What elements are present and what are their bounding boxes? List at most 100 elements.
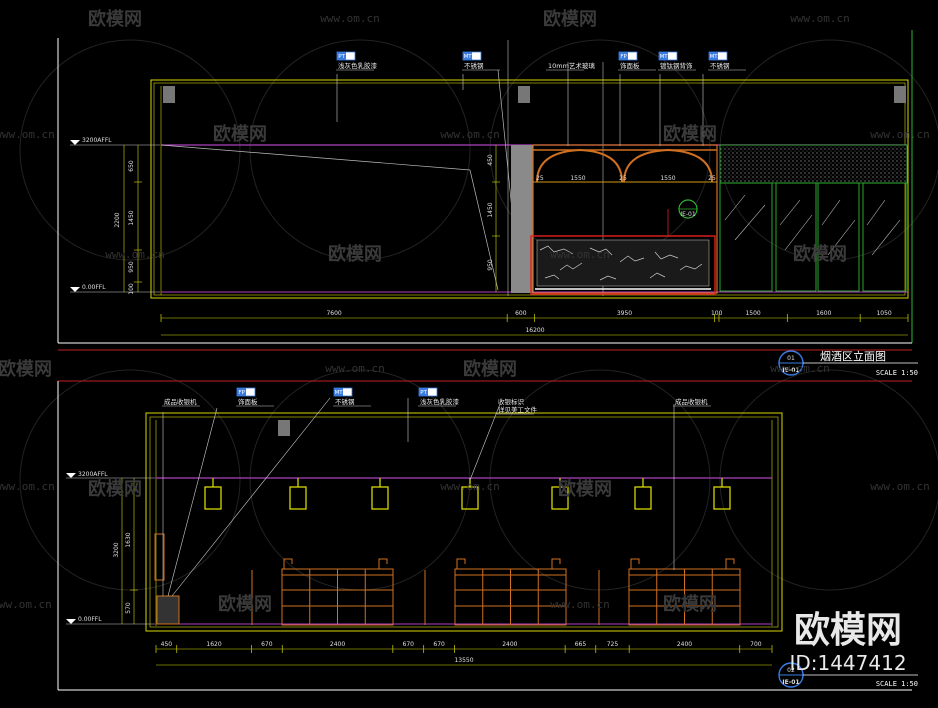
watermark-brand-0: 欧模网 <box>88 8 142 30</box>
watermark-brand-3: 欧模网 <box>663 123 717 145</box>
cash-counter-0 <box>251 558 394 626</box>
watermark-url-9: www.om.cn <box>0 480 55 493</box>
lamp-1 <box>289 486 307 510</box>
top-h-dim-5: 1600 <box>816 310 831 317</box>
top-level-bottom: 0.00FFL <box>82 284 106 291</box>
watermark-url-11: www.om.cn <box>870 480 930 493</box>
top-callout-label: IE-01 <box>680 211 696 218</box>
bottom-title-sheet: IE-01 <box>782 679 799 686</box>
top-left-dim-3: 950 <box>128 261 135 273</box>
corner-logo-text: 欧模网 <box>794 610 902 651</box>
top-tag-text-0: 浅灰色乳胶漆 <box>338 61 378 70</box>
arch-dim-0: 25 <box>536 175 544 182</box>
bottom-left-dim-2: 570 <box>125 602 132 614</box>
watermark-brand-5: 欧模网 <box>793 243 847 265</box>
bottom-tag-5: 成品收银机 <box>673 397 711 407</box>
bottom-h-dim-6: 2400 <box>502 641 517 648</box>
bottom-tag-code-2: MT 01 <box>335 390 352 396</box>
top-tag-code-5: MT 04 <box>710 54 727 60</box>
top-left-dim-0: 650 <box>128 160 135 172</box>
bottom-h-dim-7: 665 <box>575 641 587 648</box>
watermark-url-8: www.om.cn <box>770 362 830 375</box>
top-h-dim-0: 7600 <box>326 310 341 317</box>
top-h-dim-4: 1500 <box>745 310 760 317</box>
bottom-h-dim-8: 725 <box>607 641 619 648</box>
bottom-title-block: 02 IE-01 SCALE 1:50 <box>778 662 918 688</box>
watermark-brand-9: 欧模网 <box>558 478 612 500</box>
watermark-brand-7: 欧模网 <box>463 358 517 380</box>
watermark-url-0: www.om.cn <box>320 12 380 25</box>
bottom-level-marks: 3200AFFL 0.00FFL <box>66 471 155 625</box>
watermark-brand-10: 欧模网 <box>218 593 272 615</box>
lamp-2 <box>371 486 389 510</box>
bottom-h-dim-1: 1620 <box>206 641 221 648</box>
arch-dim-2: 25 <box>619 175 627 182</box>
lamp-5 <box>634 486 652 510</box>
arch-dim-1: 1550 <box>570 175 585 182</box>
corner-watermark: 欧模网 ID:1447412 <box>789 610 906 675</box>
pendant-lamps <box>204 478 731 510</box>
top-elevation: IE-01 <box>70 40 918 377</box>
watermark-brand-1: 欧模网 <box>543 8 597 30</box>
bottom-h-dim-10: 700 <box>750 641 762 648</box>
watermark-url-12: www.om.cn <box>0 598 52 611</box>
top-tag-code-3: FP 02 <box>620 54 635 60</box>
watermark-layer: 欧模网欧模网欧模网欧模网欧模网欧模网欧模网欧模网欧模网欧模网欧模网欧模网www.… <box>0 8 930 615</box>
top-h-dim-3: 100 <box>711 310 723 317</box>
corner-id-text: ID:1447412 <box>789 651 906 675</box>
cash-counters <box>251 558 741 626</box>
bottom-tag-code-1: FP 01 <box>238 390 253 396</box>
top-tag-code-1: MT 02 <box>464 54 481 60</box>
lamp-0 <box>204 486 222 510</box>
lamp-6 <box>713 486 731 510</box>
watermark-url-13: www.om.cn <box>550 598 610 611</box>
arch-dim-3: 1550 <box>660 175 675 182</box>
arch-dim-4: 25 <box>708 175 716 182</box>
watermark-brand-11: 欧模网 <box>663 593 717 615</box>
top-title-number: 01 <box>787 355 795 362</box>
top-title-sheet: IE-01 <box>782 367 799 374</box>
top-tag-code-0: PT 02 <box>338 54 353 60</box>
watermark-brand-4: 欧模网 <box>328 243 382 265</box>
top-tag-code-4: MT 03 <box>660 54 677 60</box>
bottom-tag-text-1: 饰面板 <box>238 397 258 406</box>
bottom-tag-code-3: PT 02 <box>420 390 435 396</box>
top-left-dim-2: 2200 <box>114 212 121 227</box>
watermark-url-10: www.om.cn <box>440 480 500 493</box>
watermark-url-3: www.om.cn <box>440 128 500 141</box>
bottom-h-dim-9: 2400 <box>677 641 692 648</box>
watermark-url-5: www.om.cn <box>105 248 165 261</box>
watermark-brand-6: 欧模网 <box>0 358 52 380</box>
bottom-level-bottom: 0.00FFL <box>78 616 102 623</box>
top-level-top: 3200AFFL <box>82 137 112 144</box>
bottom-material-tags: 成品收银机FP 01饰面板MT 01不锈钢PT 02浅灰色乳胶漆收银标识详见美工… <box>162 387 711 415</box>
bottom-h-dim-0: 450 <box>161 641 173 648</box>
watermark-url-4: www.om.cn <box>870 128 930 141</box>
top-mid-dim-1: 1450 <box>487 202 494 217</box>
bottom-h-dim-3: 2400 <box>330 641 345 648</box>
top-tag-text-1: 不锈钢 <box>464 61 484 70</box>
top-title-block: 01 IE-01 烟酒区立面图 SCALE 1:50 <box>778 349 918 377</box>
top-left-dim-4: 100 <box>128 283 135 295</box>
top-scale: SCALE 1:50 <box>876 369 918 377</box>
watermark-url-2: www.om.cn <box>0 128 55 141</box>
sheet-frame <box>57 30 913 691</box>
bottom-tag-text-4: 收银标识 <box>498 397 525 406</box>
bottom-level-top: 3200AFFL <box>78 471 108 478</box>
cash-counter-2 <box>598 558 741 626</box>
lamp-4 <box>551 486 569 510</box>
top-left-dim-1: 1450 <box>128 210 135 225</box>
